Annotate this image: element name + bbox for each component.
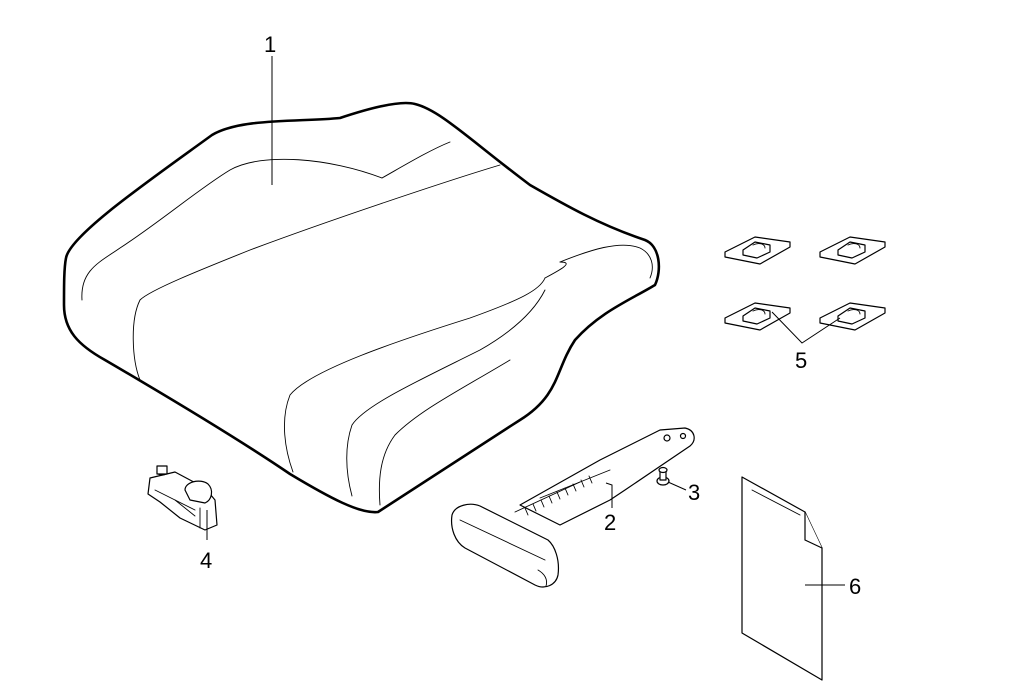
callout-2: 2 (604, 510, 616, 535)
clip-1 (724, 236, 791, 265)
callout-6: 6 (849, 574, 861, 599)
clip-4 (819, 302, 886, 331)
clip-3 (724, 302, 791, 331)
leader-2 (605, 482, 613, 508)
clip-2 (819, 236, 886, 265)
document-sleeve-part[interactable] (741, 476, 823, 681)
seat-cushion-part[interactable] (62, 101, 661, 514)
bracket-handle-part[interactable] (450, 427, 695, 588)
callout-labels: 1 2 3 4 5 6 (200, 32, 861, 599)
screw-part[interactable] (656, 466, 670, 486)
callout-5: 5 (795, 348, 807, 373)
callout-4: 4 (200, 548, 212, 573)
latch-clip-part[interactable] (147, 465, 218, 531)
callout-1: 1 (264, 32, 276, 57)
leader-lines (206, 56, 845, 586)
callout-3: 3 (688, 480, 700, 505)
leader-3 (667, 481, 687, 491)
clip-set-part[interactable] (724, 236, 886, 331)
leader-5 (771, 311, 841, 344)
